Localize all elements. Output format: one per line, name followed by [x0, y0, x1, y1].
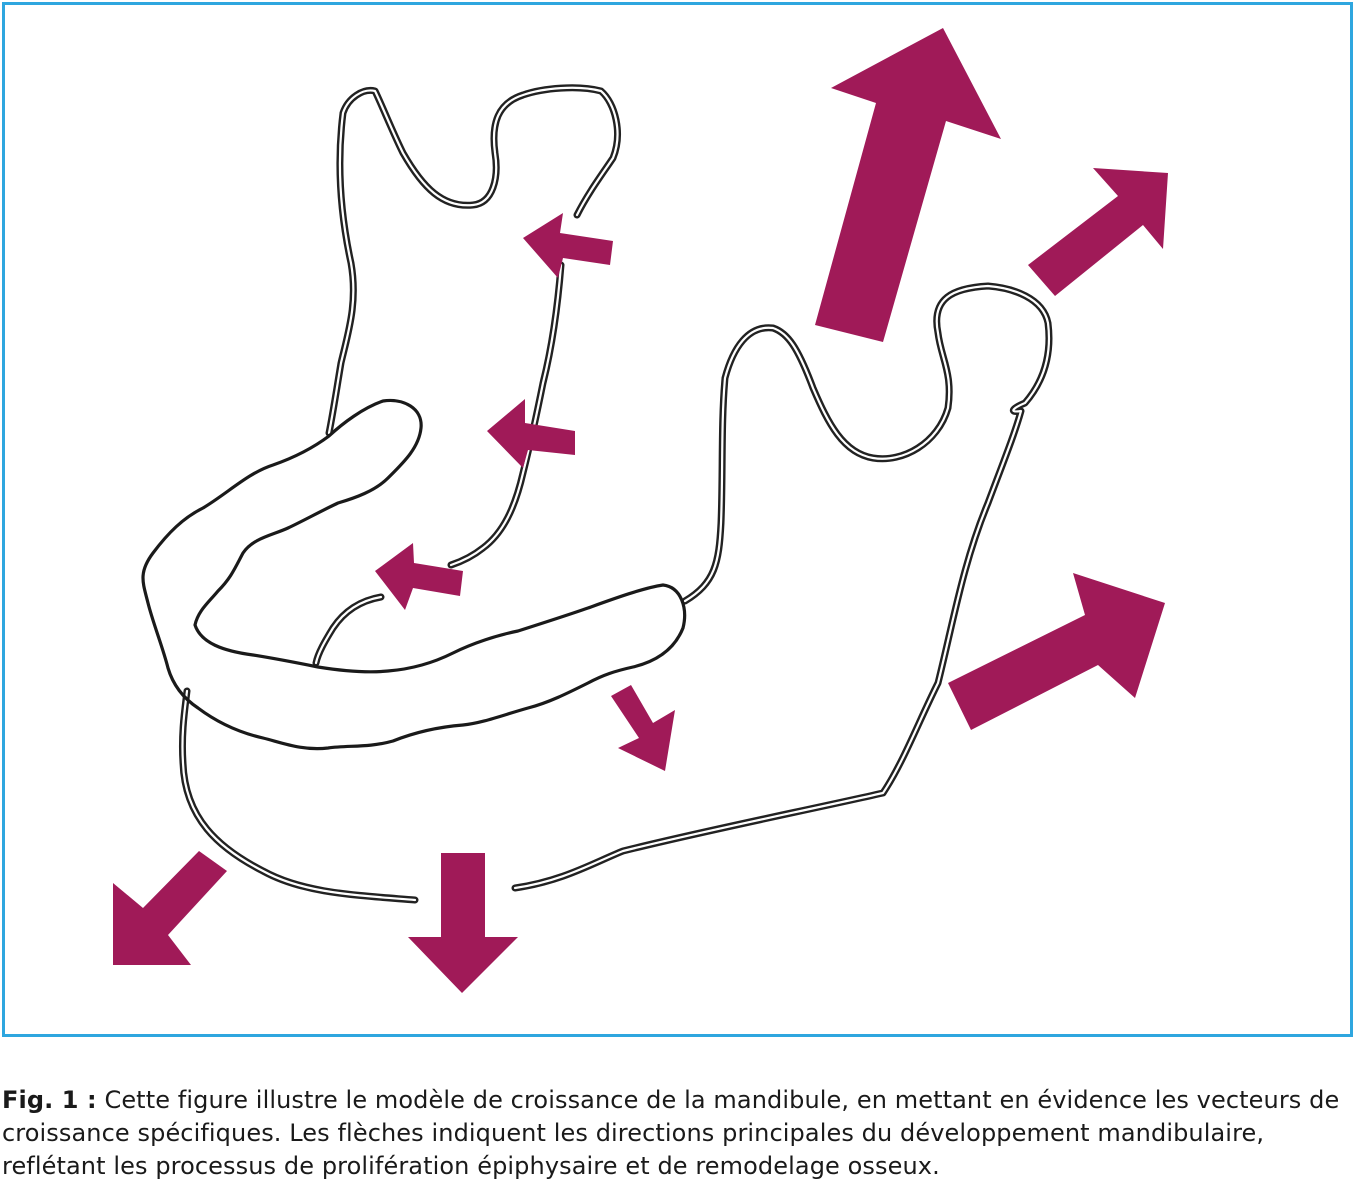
caption-text: Cette figure illustre le modèle de crois… — [2, 1086, 1340, 1180]
arrow-ramus-inner-lower — [375, 543, 463, 610]
mandible-outline — [178, 84, 1053, 904]
figure-caption: Fig. 1 : Cette figure illustre le modèle… — [2, 1084, 1358, 1183]
large-arrow-up-right — [815, 28, 1001, 342]
mandible-growth-diagram — [113, 28, 1168, 993]
arrow-condyle-up-right — [1028, 168, 1168, 296]
arrow-gonion-down-left — [113, 851, 227, 965]
arrow-chin-down — [408, 853, 518, 993]
figure-frame — [2, 2, 1353, 1037]
arrow-ramus-inner-middle — [487, 399, 575, 468]
dental-arch-outline — [141, 398, 687, 751]
growth-arrows — [113, 28, 1168, 993]
caption-label: Fig. 1 : — [2, 1086, 97, 1114]
arrow-ramus-right — [948, 573, 1165, 730]
arrow-alveolar-down-right — [611, 685, 675, 771]
arrow-ramus-inner-upper — [523, 213, 613, 278]
